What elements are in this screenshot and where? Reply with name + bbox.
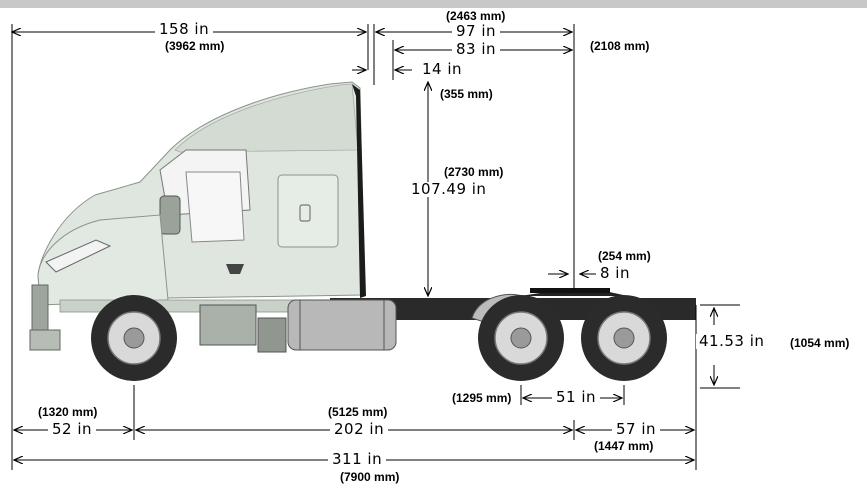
dim-83-metric: (2108 mm) bbox=[590, 39, 650, 53]
truck-illustration bbox=[29, 81, 696, 381]
dim-51-inches: 51 in bbox=[552, 390, 601, 405]
dim-83-inches: 83 in bbox=[452, 42, 501, 57]
dim-107-metric: (2730 mm) bbox=[444, 165, 504, 179]
hood bbox=[37, 214, 169, 306]
dim-52-inches: 52 in bbox=[48, 422, 97, 437]
dim-14-metric: (355 mm) bbox=[440, 87, 493, 101]
dim-57-metric: (1447 mm) bbox=[594, 439, 654, 453]
dim-14-inches: 14 in bbox=[422, 60, 463, 78]
dim-52-metric: (1320 mm) bbox=[38, 405, 98, 419]
door-window bbox=[185, 171, 245, 243]
fifth-wheel-top bbox=[530, 288, 610, 293]
dim-41-metric: (1054 mm) bbox=[790, 336, 850, 350]
step-box bbox=[199, 304, 257, 346]
dim-158-inches: 158 in bbox=[155, 22, 214, 37]
grille bbox=[31, 284, 49, 334]
drive-wheel-1 bbox=[478, 295, 564, 381]
dim-107-inches: 107.49 in bbox=[408, 182, 490, 197]
logo-badge bbox=[226, 264, 244, 274]
roof-fairing bbox=[174, 83, 359, 153]
top-border bbox=[0, 0, 867, 8]
dim-158-metric: (3962 mm) bbox=[165, 39, 225, 53]
sleeper-door bbox=[277, 174, 339, 248]
door-handle bbox=[299, 204, 311, 222]
fuel-tank bbox=[287, 299, 397, 351]
headlight bbox=[45, 239, 112, 273]
dim-202-metric: (5125 mm) bbox=[328, 405, 388, 419]
dim-311-inches: 311 in bbox=[328, 452, 387, 467]
cab-rear-edge bbox=[352, 84, 366, 298]
dim-8-metric: (254 mm) bbox=[598, 249, 651, 263]
dim-57-inches: 57 in bbox=[612, 422, 661, 437]
dim-97-metric: (2463 mm) bbox=[446, 9, 506, 23]
mirror bbox=[159, 195, 181, 235]
dim-41-inches: 41.53 in bbox=[696, 334, 768, 349]
dim-8-inches: 8 in bbox=[600, 264, 630, 282]
dim-51-metric: (1295 mm) bbox=[452, 391, 512, 405]
dim-311-metric: (7900 mm) bbox=[340, 470, 400, 484]
front-wheel bbox=[91, 295, 177, 381]
tool-box bbox=[257, 317, 287, 353]
bumper bbox=[29, 329, 61, 351]
dim-97-inches: 97 in bbox=[452, 24, 501, 39]
dim-202-inches: 202 in bbox=[330, 422, 389, 437]
drive-wheel-2 bbox=[581, 295, 667, 381]
